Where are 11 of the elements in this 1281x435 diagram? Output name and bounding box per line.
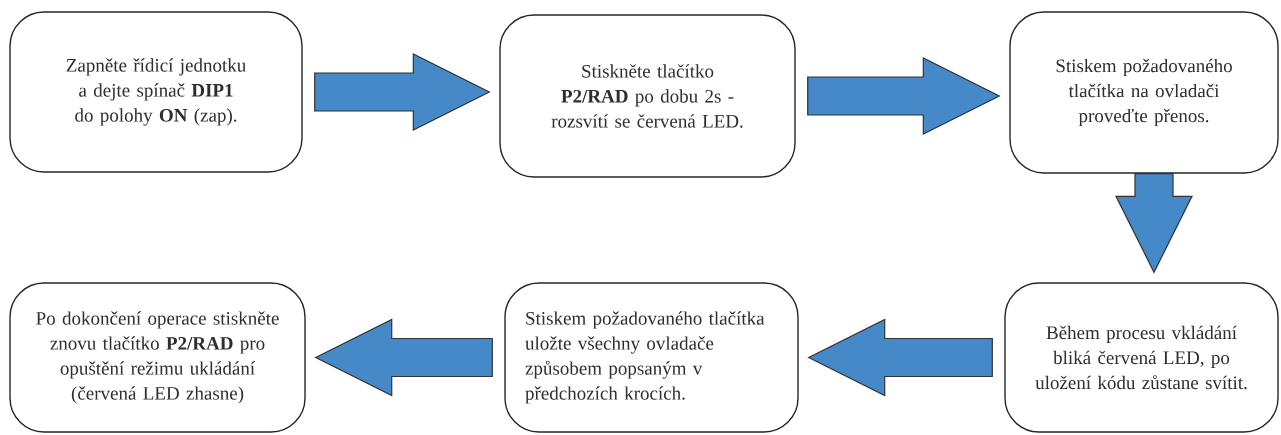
process-box: Během procesu vkládání bliká červená LED, po uložení kódu zůstane svítit. xyxy=(1004,282,1279,433)
block-arrow xyxy=(807,57,1001,135)
process-box: Zapněte řídicí jednotku a dejte spínač DIP1 do polohy ON (zap). xyxy=(9,11,303,173)
block-arrow xyxy=(314,53,491,131)
block-arrow xyxy=(807,318,993,397)
process-box: Stiskněte tlačítko P2/RAD po dobu 2s - rozsvítí se červená LED. xyxy=(499,14,796,178)
process-box: Po dokončení operace stiskněte znovu tlačítko P2/RAD pro opuštění režimu ukládání (červená LED zhasne) xyxy=(9,282,306,433)
process-box: Stiskem požadovaného tlačítka na ovladači proveďte přenos. xyxy=(1009,11,1279,174)
process-box: Stiskem požadovaného tlačítka uložte všechny ovladače způsobem popsaným v předchozích krocích. xyxy=(504,282,799,433)
block-arrow xyxy=(1115,173,1193,274)
block-arrow xyxy=(314,318,493,397)
